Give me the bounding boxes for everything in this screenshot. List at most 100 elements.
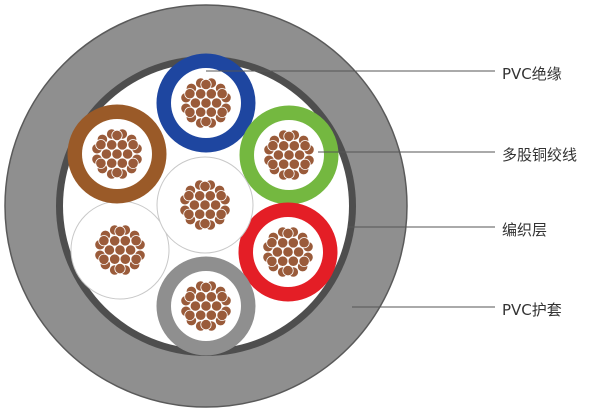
copper-strand <box>278 140 290 152</box>
copper-strand <box>116 157 128 169</box>
copper-strand <box>111 129 123 141</box>
copper-strand <box>100 148 113 160</box>
copper-strand <box>109 235 121 247</box>
copper-strand <box>111 148 123 160</box>
white-core-center <box>156 156 254 254</box>
cores-group <box>67 53 339 356</box>
copper-strand <box>277 255 289 267</box>
copper-strand <box>194 190 206 202</box>
leader-lines <box>206 70 495 308</box>
copper-strand <box>211 300 223 312</box>
copper-strand <box>195 309 207 321</box>
copper-strand <box>282 246 294 258</box>
copper-strand <box>287 237 299 249</box>
copper-strand <box>298 255 310 267</box>
copper-strand <box>205 88 217 100</box>
copper-strand <box>204 190 216 202</box>
copper-strand <box>282 227 294 239</box>
brown-core <box>67 104 167 204</box>
copper-strand <box>98 235 110 247</box>
copper-strand <box>293 149 306 161</box>
copper-strand <box>267 140 279 152</box>
copper-strand <box>298 237 310 249</box>
gray-core <box>156 256 256 356</box>
copper-strand <box>189 97 201 109</box>
copper-strand <box>188 199 200 211</box>
copper-strand <box>114 225 126 237</box>
white-core-left <box>70 200 170 300</box>
copper-strand <box>277 237 289 249</box>
copper-strand <box>119 253 131 265</box>
label-braid-layer: 编织层 <box>502 221 548 239</box>
copper-strand <box>210 199 222 211</box>
copper-strand <box>103 244 116 256</box>
copper-strand <box>292 246 305 258</box>
copper-strand <box>194 208 206 220</box>
copper-strand <box>199 218 211 230</box>
copper-strand <box>205 309 217 321</box>
copper-strand <box>111 167 123 179</box>
copper-strand <box>215 190 227 202</box>
copper-strand <box>195 291 207 303</box>
copper-strand <box>287 255 299 267</box>
copper-strand <box>200 97 212 109</box>
copper-strand <box>266 255 278 267</box>
copper-strand <box>106 139 118 151</box>
copper-strand <box>98 253 110 265</box>
copper-strand <box>299 158 311 170</box>
copper-strand <box>200 300 212 312</box>
label-stranded-copper: 多股铜绞线 <box>502 146 578 164</box>
copper-strand <box>283 149 295 161</box>
copper-strand <box>200 281 212 293</box>
copper-strand <box>205 106 217 118</box>
copper-strand <box>195 106 207 118</box>
copper-strand <box>127 139 139 151</box>
copper-strand <box>283 130 295 142</box>
copper-strand <box>288 140 300 152</box>
label-pvc-jacket: PVC护套 <box>502 301 562 319</box>
blue-core <box>156 53 256 153</box>
copper-strand <box>216 309 228 321</box>
copper-strand <box>114 262 126 275</box>
copper-strand <box>125 244 137 256</box>
copper-strand <box>278 158 290 170</box>
copper-strand <box>200 78 212 91</box>
green-core <box>239 105 339 205</box>
copper-strand <box>106 157 118 169</box>
label-pvc-insulation: PVC绝缘 <box>502 65 562 83</box>
copper-strand <box>127 157 139 169</box>
copper-strand <box>282 264 294 277</box>
copper-strand <box>288 158 300 170</box>
copper-strand <box>211 97 223 109</box>
copper-strand <box>122 148 134 160</box>
copper-strand <box>272 149 284 161</box>
copper-strand <box>215 208 227 220</box>
copper-strand <box>204 208 216 220</box>
copper-strand <box>266 237 278 249</box>
copper-strand <box>184 106 196 118</box>
copper-strand <box>184 309 196 321</box>
copper-strand <box>109 253 121 265</box>
copper-strand <box>184 291 196 303</box>
copper-strand <box>200 115 212 128</box>
copper-strand <box>216 106 228 118</box>
copper-strand <box>195 88 207 100</box>
copper-strand <box>183 190 195 202</box>
copper-strand <box>216 88 228 100</box>
copper-strand <box>267 158 279 170</box>
copper-strand <box>199 199 211 211</box>
copper-strand <box>283 168 295 180</box>
copper-strand <box>130 235 142 247</box>
copper-strand <box>119 235 131 247</box>
copper-strand <box>216 291 228 303</box>
copper-strand <box>199 180 211 192</box>
copper-strand <box>114 244 126 256</box>
copper-strand <box>116 139 128 151</box>
copper-strand <box>299 140 311 152</box>
copper-strand <box>184 88 196 100</box>
copper-strand <box>130 253 142 265</box>
copper-strand <box>200 318 212 331</box>
copper-strand <box>271 246 283 258</box>
copper-strand <box>189 300 201 312</box>
